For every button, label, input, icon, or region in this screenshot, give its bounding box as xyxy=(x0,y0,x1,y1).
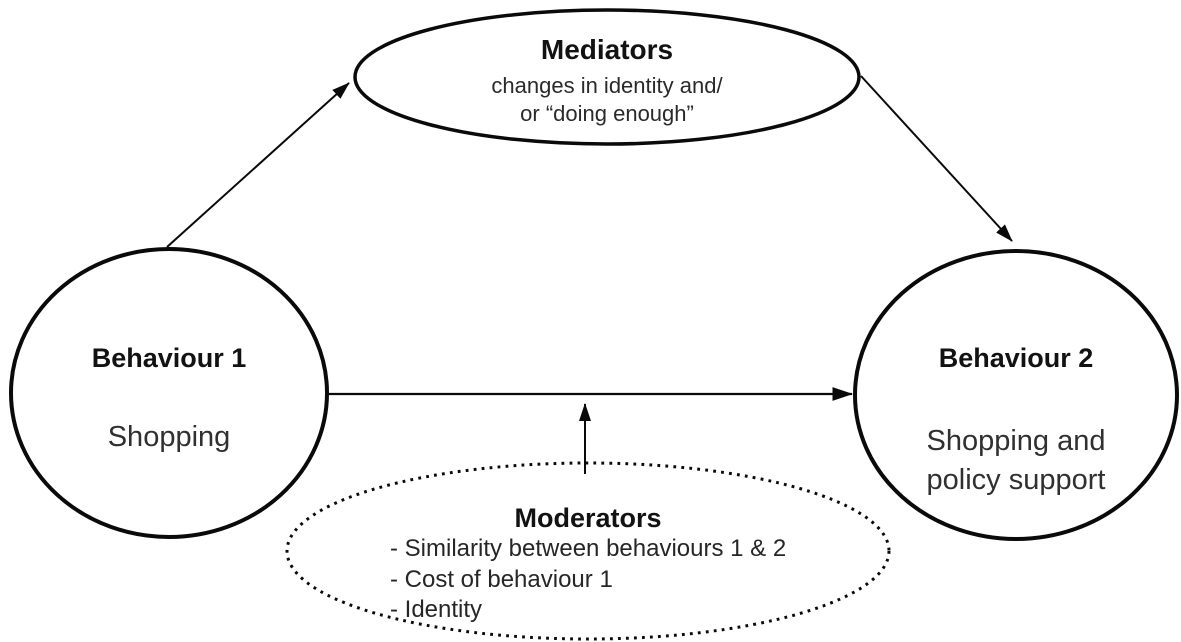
moderators-item-cost: - Cost of behaviour 1 xyxy=(390,566,613,593)
arrow-mediators-to-behaviour2 xyxy=(860,75,1013,242)
behaviour1-label: Shopping xyxy=(108,421,231,453)
behaviour2-title: Behaviour 2 xyxy=(939,343,1094,373)
mediators-ellipse xyxy=(353,8,861,146)
moderators-title: Moderators xyxy=(514,503,661,533)
moderators-item-identity: - Identity xyxy=(390,596,482,623)
mediators-title: Mediators xyxy=(541,34,673,65)
behaviour1-title: Behaviour 1 xyxy=(92,343,247,373)
behaviour2-label-line1: Shopping and xyxy=(927,425,1106,457)
moderators-dotted-ellipse xyxy=(285,461,891,641)
behaviour2-label-line2: policy support xyxy=(927,464,1106,496)
mediators-subtitle-line1: changes in identity and/ xyxy=(491,73,723,98)
arrow-behaviour1-to-mediators xyxy=(166,82,350,248)
behaviour2-circle xyxy=(853,249,1179,541)
moderators-item-similarity: - Similarity between behaviours 1 & 2 xyxy=(390,535,786,562)
behaviour1-circle xyxy=(9,247,329,539)
mediators-subtitle-line2: or “doing enough” xyxy=(520,101,694,126)
